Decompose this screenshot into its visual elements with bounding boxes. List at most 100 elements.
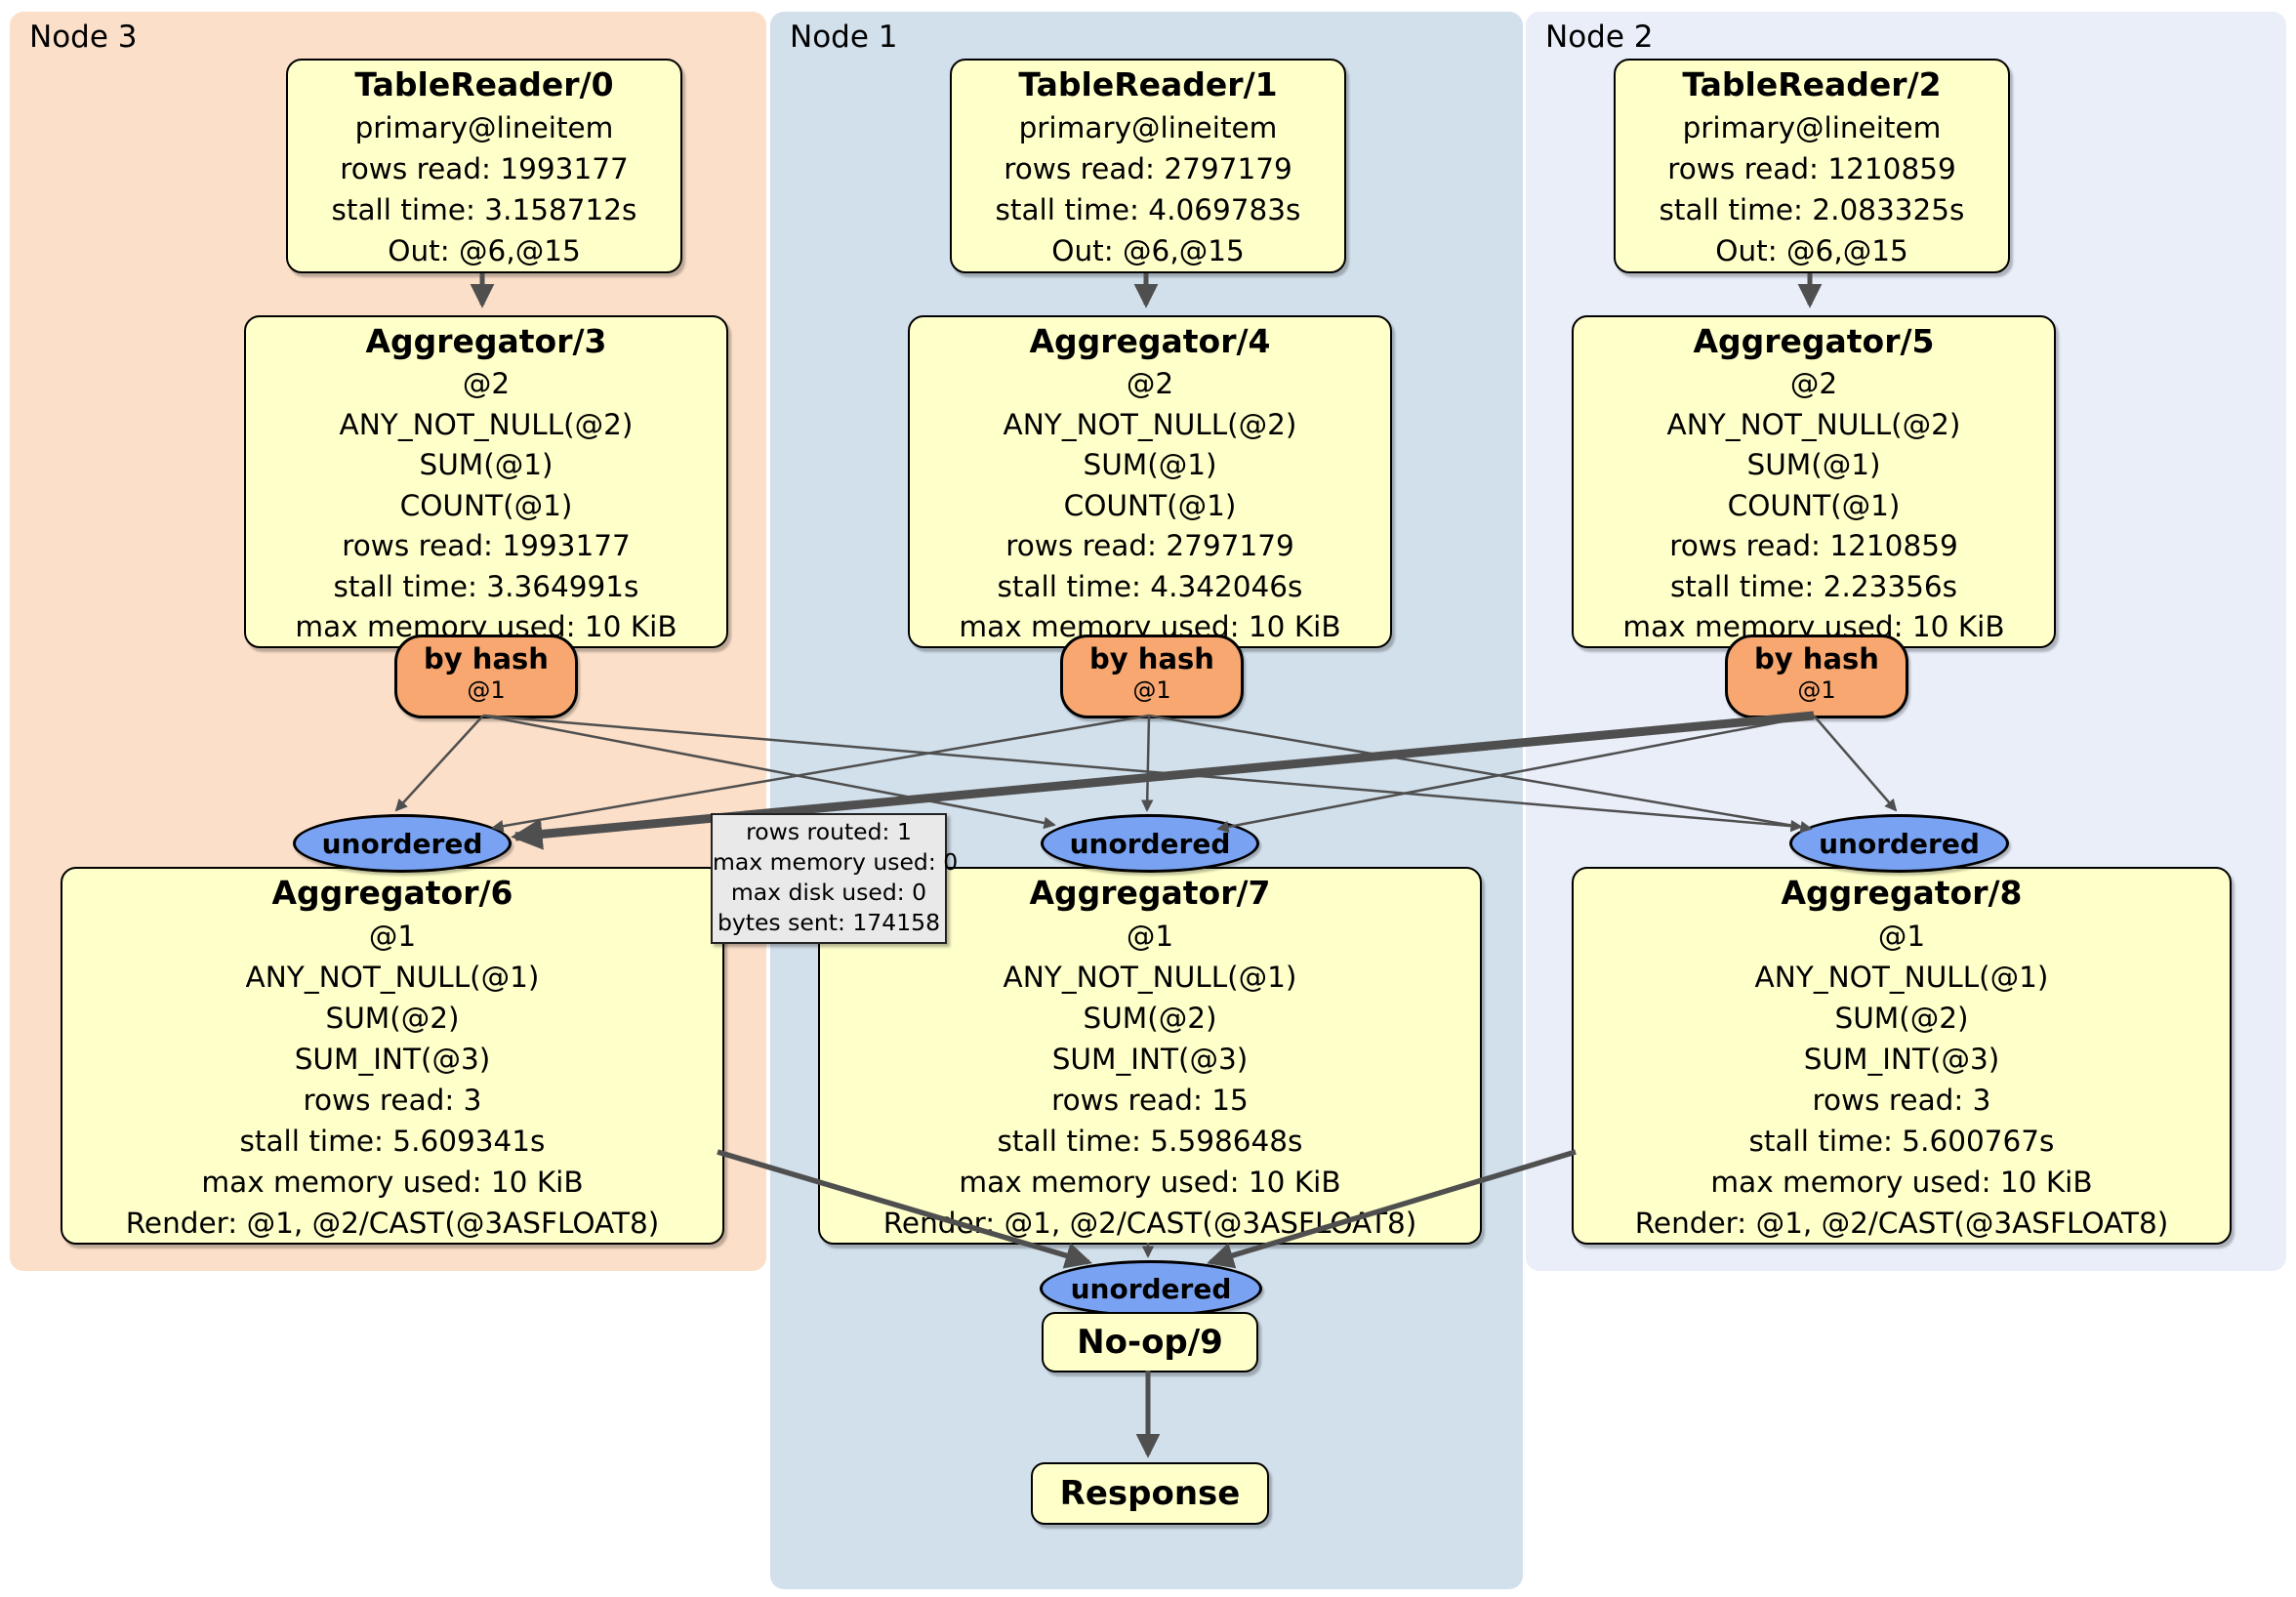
text-line: Render: @1, @2/CAST(@3ASFLOAT8) — [882, 1207, 1417, 1240]
processor-title: Aggregator/8 — [1781, 874, 2023, 912]
text-line: ANY_NOT_NULL(@2) — [1666, 407, 1961, 441]
node1-region-label: Node 1 — [790, 20, 898, 55]
text-line: rows read: 1993177 — [340, 152, 629, 185]
text-line: SUM(@2) — [1083, 1002, 1217, 1035]
text-line: stall time: 4.069783s — [995, 193, 1301, 226]
stream-label: unordered — [1069, 827, 1231, 860]
text-line: @1 — [1877, 920, 1926, 953]
text-line: max memory used: 10 KiB — [201, 1166, 584, 1199]
text-line: stall time: 5.600767s — [1748, 1125, 2055, 1158]
text-line: stall time: 2.23356s — [1669, 569, 1958, 603]
text-line: @2 — [1126, 367, 1174, 400]
text-line: ANY_NOT_NULL(@2) — [339, 407, 634, 441]
processor-title: TableReader/0 — [354, 65, 614, 103]
text-line: primary@lineitem — [354, 111, 614, 144]
text-line: primary@lineitem — [1682, 111, 1942, 144]
router-by-hash-node1[interactable]: by hash @1 — [1060, 635, 1244, 718]
text-line: rows read: 1210859 — [1667, 152, 1956, 185]
stream-unordered-node1[interactable]: unordered — [1041, 814, 1259, 873]
text-line: Render: @1, @2/CAST(@3ASFLOAT8) — [125, 1207, 660, 1240]
text-line: stall time: 3.364991s — [333, 569, 639, 603]
text-line: Render: @1, @2/CAST(@3ASFLOAT8) — [1634, 1207, 2169, 1240]
text-line: Out: @6,@15 — [388, 234, 581, 267]
text-line: rows read: 1993177 — [342, 529, 631, 562]
text-line: SUM(@2) — [325, 1002, 460, 1035]
text-line: max memory used: 10 KiB — [1710, 1166, 2093, 1199]
processor-title: TableReader/1 — [1018, 65, 1278, 103]
text-line: stall time: 5.609341s — [239, 1125, 546, 1158]
router-label: by hash — [424, 642, 549, 676]
text-line: rows read: 2797179 — [1004, 152, 1292, 185]
text-line: Out: @6,@15 — [1715, 234, 1908, 267]
text-line: bytes sent: 174158 — [717, 909, 941, 936]
router-hash-columns: @1 — [467, 676, 506, 704]
text-line: max memory used: 0 — [713, 848, 959, 876]
processor-details: primary@lineitem rows read: 2797179 stall … — [952, 107, 1344, 271]
text-line: @2 — [1789, 367, 1838, 400]
text-line: @1 — [368, 920, 417, 953]
router-by-hash-node2[interactable]: by hash @1 — [1725, 635, 1908, 718]
text-line: stall time: 4.342046s — [997, 569, 1303, 603]
text-line: stall time: 5.598648s — [997, 1125, 1303, 1158]
processor-response[interactable]: Response — [1031, 1462, 1269, 1525]
text-line: ANY_NOT_NULL(@1) — [245, 961, 540, 994]
text-line: rows read: 3 — [1812, 1084, 1991, 1117]
text-line: COUNT(@1) — [1063, 488, 1237, 522]
router-hash-columns: @1 — [1132, 676, 1171, 704]
stream-label: unordered — [321, 827, 483, 860]
processor-details: primary@lineitem rows read: 1993177 stall … — [288, 107, 680, 271]
text-line: max disk used: 0 — [730, 879, 927, 906]
text-line: SUM(@1) — [1746, 448, 1881, 481]
router-hash-columns: @1 — [1797, 676, 1836, 704]
router-label: by hash — [1754, 642, 1879, 676]
text-line: max memory used: 10 KiB — [959, 1166, 1341, 1199]
text-line: COUNT(@1) — [1727, 488, 1901, 522]
router-by-hash-node3[interactable]: by hash @1 — [394, 635, 578, 718]
text-line: rows read: 15 — [1051, 1084, 1249, 1117]
stream-unordered-final[interactable]: unordered — [1040, 1260, 1262, 1317]
node2-region-label: Node 2 — [1545, 20, 1654, 55]
router-label: by hash — [1089, 642, 1214, 676]
processor-title: No-op/9 — [1077, 1323, 1223, 1362]
processor-tablereader-1[interactable]: TableReader/1 primary@lineitem rows read:… — [950, 59, 1346, 273]
processor-title: Aggregator/7 — [1029, 874, 1271, 912]
text-line: rows read: 1210859 — [1669, 529, 1958, 562]
text-line: rows routed: 1 — [746, 818, 912, 845]
processor-title: Response — [1059, 1474, 1241, 1513]
stream-label: unordered — [1819, 827, 1980, 860]
processor-title: TableReader/2 — [1682, 65, 1942, 103]
text-line: ANY_NOT_NULL(@1) — [1754, 961, 2049, 994]
text-line: SUM(@2) — [1834, 1002, 1969, 1035]
text-line: primary@lineitem — [1018, 111, 1278, 144]
stream-unordered-node3[interactable]: unordered — [293, 814, 512, 873]
text-line: SUM(@1) — [419, 448, 554, 481]
text-line: rows read: 2797179 — [1005, 529, 1294, 562]
text-line: rows read: 3 — [303, 1084, 482, 1117]
processor-tablereader-0[interactable]: TableReader/0 primary@lineitem rows read:… — [286, 59, 682, 273]
text-line: SUM_INT(@3) — [1803, 1043, 2000, 1076]
text-line: stall time: 3.158712s — [331, 193, 637, 226]
text-line: COUNT(@1) — [399, 488, 573, 522]
text-line: SUM(@1) — [1083, 448, 1217, 481]
processor-tablereader-2[interactable]: TableReader/2 primary@lineitem rows read:… — [1614, 59, 2010, 273]
processor-title: Aggregator/3 — [365, 322, 607, 360]
tooltip-details: rows routed: 1 max memory used: 0 max disk… — [713, 817, 959, 938]
processor-noop-9[interactable]: No-op/9 — [1042, 1312, 1258, 1372]
text-line: @1 — [1126, 920, 1174, 953]
processor-title: Aggregator/6 — [271, 874, 513, 912]
text-line: SUM_INT(@3) — [1051, 1043, 1249, 1076]
stream-unordered-node2[interactable]: unordered — [1789, 814, 2009, 873]
text-line: Out: @6,@15 — [1051, 234, 1245, 267]
